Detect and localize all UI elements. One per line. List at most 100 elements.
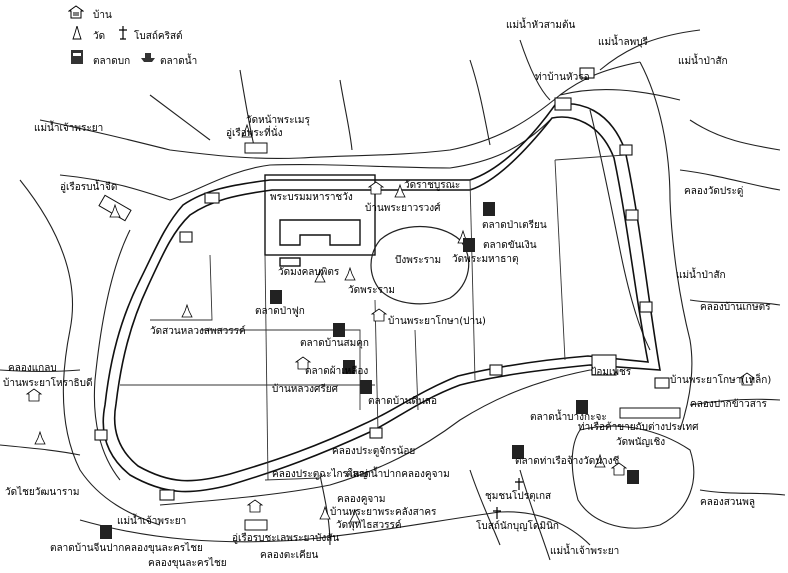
river-bank-north-inner: [59, 119, 551, 201]
road-ew-3: [264, 477, 321, 481]
island-southeast: [571, 425, 695, 529]
road-east-ew: [554, 154, 626, 161]
bueng-phraram-pond: [370, 225, 470, 305]
label-khlong-suanphlu: คลองสวนพลู: [700, 497, 755, 508]
fort-w2: [94, 429, 108, 441]
label-river-bottom-left: แม่น้ำเจ้าพระยา: [117, 516, 187, 527]
river-bank-south-outer: [79, 511, 591, 546]
temple-icon: [349, 508, 361, 523]
label-ban-phrayaworawong: บ้านพระยาวรวงศ์: [365, 203, 441, 214]
label-wat-mahathat: วัดพระมหาธาตุ: [452, 254, 519, 265]
church-icon: [515, 478, 523, 490]
market-icon: [270, 290, 282, 304]
road-ns-5: [469, 179, 476, 381]
river-pasak-bank: [679, 119, 781, 191]
label-khlong-khunlakhon: คลองขุนละครไชย: [148, 558, 227, 569]
road-ns-3: [374, 299, 379, 433]
temple-icon: [314, 268, 326, 283]
fort-hua-ro: [579, 67, 595, 79]
legend-church-label: โบสถ์คริสต์: [134, 31, 183, 42]
river-bank-south-inner: [159, 369, 591, 506]
temple-icon: [594, 453, 606, 468]
river-bank-west-outer: [19, 179, 161, 526]
legend-temple-label: วัด: [93, 31, 106, 42]
market-icon: [333, 323, 345, 337]
label-dock-chalom: อู่เรือรบชะเลพระยาบังสัน: [232, 533, 340, 544]
house-icon: [610, 462, 628, 476]
market-icon: [343, 360, 355, 374]
label-wat-chaiwatthanaram: วัดไชยวัฒนาราม: [5, 487, 80, 498]
label-market-ban-somkun: ตลาดบ้านสมคุก: [300, 338, 369, 349]
temple-icon: [34, 430, 46, 445]
label-khlong-takhian: คลองตะเคียน: [260, 550, 319, 561]
temple-icon: [319, 505, 331, 520]
church-icon: [119, 26, 127, 40]
label-wat-mongkhon: วัดมงคลบพิตร: [278, 267, 340, 278]
fort-e3: [639, 301, 653, 313]
label-river-pasak-mid: แม่น้ำป่าสัก: [676, 270, 726, 281]
palace-compound: [264, 174, 376, 256]
market-icon: [100, 525, 112, 539]
house-icon: [294, 356, 312, 370]
house-icon: [246, 499, 264, 513]
label-wat-na-phramen: วัดหน้าพระเมรุ: [246, 115, 310, 126]
land-market-icon: [71, 50, 83, 64]
temple-icon: [394, 183, 406, 198]
label-pom-phet: ป้อมเพชร: [590, 367, 632, 378]
khlong-ban-kaset: [689, 299, 781, 306]
temple-icon: [181, 303, 193, 318]
label-khlong-chakkrai-yai: คลองประตูฉะไกรใหญ่: [272, 469, 368, 480]
khlong-north-1: [339, 79, 353, 151]
khlong-west-south: [0, 444, 81, 456]
label-market-tha-ruea-chang: ตลาดท่าเรือจ้างวัดนางชี: [515, 456, 620, 467]
legend-water-market-label: ตลาดน้ำ: [160, 56, 198, 67]
label-khlong-khucham: คลองคูจาม: [337, 494, 386, 505]
market-icon: [576, 400, 588, 414]
road-ns-1: [264, 254, 269, 481]
label-market-pa-lek: ตลาดผ้าเหลือง: [305, 366, 369, 377]
label-ban-kosa-lek: บ้านพระยาโกษา(เหล็ก): [670, 375, 772, 386]
label-tha-huaro: ท่าบ้านหัวรอ: [535, 72, 590, 83]
label-bueng-phraram: บึงพระราม: [395, 255, 442, 266]
fort-pomphet-2: [654, 377, 670, 389]
fort-s1: [369, 427, 383, 439]
khlong-northwest-1: [149, 94, 211, 141]
legend-house-label: บ้าน: [93, 10, 112, 21]
label-khlong-kaeb: คลองแกลบ: [8, 363, 57, 374]
temple-icon: [241, 123, 253, 138]
house-icon: [25, 388, 43, 402]
market-icon: [512, 445, 524, 459]
label-wat-suanluang: วัดสวนหลวงสพสวรรค์: [150, 326, 246, 337]
harbor-foreign-box: [619, 407, 681, 419]
label-market-pa-phuk: ตลาดป่าฟูก: [255, 306, 305, 317]
khlong-pakkhaosan: [689, 398, 781, 406]
fort-w1: [179, 231, 193, 243]
temple-icon: [344, 266, 356, 281]
temple-icon: [72, 26, 82, 40]
road-ns-2: [150, 254, 213, 321]
fort-e1: [619, 144, 633, 156]
label-church-dominic: โบสถ์นักบุญโดมินิก: [476, 521, 559, 532]
fort-nw: [204, 192, 220, 204]
label-ban-luangsri: บ้านหลวงศรียศ: [272, 384, 338, 395]
label-harbor-foreign: ท่าเรือค้าขายกับต่างประเทศ: [578, 422, 699, 433]
khlong-kaeb: [0, 369, 81, 373]
water-market-icon: [141, 53, 155, 62]
khlong-north-3: [519, 39, 551, 101]
temple-icon: [109, 203, 121, 218]
label-market-din-so: ตลาดบ้านดินสอ: [368, 396, 437, 407]
label-river-lopburi: แม่น้ำลพบุรี: [598, 37, 648, 48]
label-market-khan-ngoen: ตลาดขันเงิน: [483, 240, 537, 251]
label-ban-horathibodi: บ้านพระยาโหราธิบดี: [3, 378, 93, 389]
label-wat-ratchaburana: วัดราชบูรณะ: [404, 180, 461, 191]
label-ban-phrakhlang: บ้านพระยาพระคลังสาคร: [330, 507, 437, 518]
house-icon: [367, 181, 385, 195]
label-ban-kosa-pan: บ้านพระยาโกษา(ปาน): [388, 316, 486, 327]
label-market-bang-kaja: ตลาดน้ำบางกะจะ: [530, 412, 607, 423]
label-river-hua-samton: แม่น้ำหัวสามต้น: [506, 20, 576, 31]
khlong-khucham: [319, 474, 331, 546]
fort-e2: [625, 209, 639, 221]
